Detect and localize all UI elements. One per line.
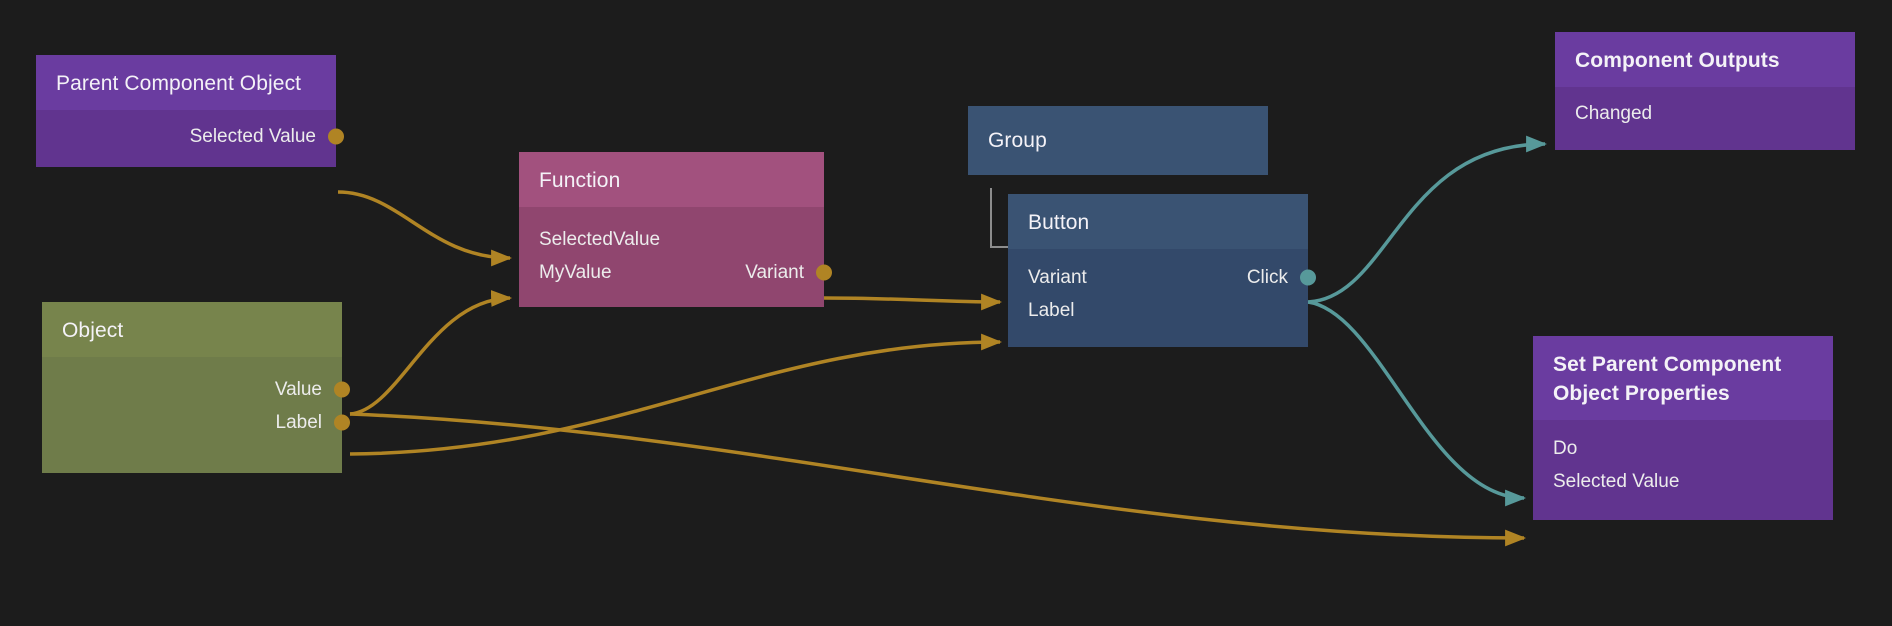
node-button[interactable]: Button Variant Click Label — [1008, 194, 1316, 347]
node-body-function: SelectedValue MyValue Variant — [519, 207, 832, 307]
node-body-component-outputs: Changed — [1555, 87, 1855, 150]
port-dot-selected-value[interactable] — [325, 120, 347, 153]
wire-object-label-to-button-label — [349, 333, 1003, 456]
port-row-button-variant-click[interactable]: Variant Click — [1008, 261, 1316, 294]
wire-function-variant-to-button-variant — [823, 293, 1003, 311]
node-body-object: Value Label — [42, 357, 350, 473]
node-title-component-outputs: Component Outputs — [1555, 32, 1855, 87]
node-title-group: Group — [968, 106, 1268, 175]
port-row-function-selectedvalue[interactable]: SelectedValue — [519, 223, 824, 256]
port-dot-object-value[interactable] — [331, 373, 353, 406]
node-body-button: Variant Click Label — [1008, 249, 1316, 347]
port-label-setparent-do: Do — [1553, 437, 1578, 459]
port-row-object-value[interactable]: Value — [42, 373, 350, 406]
port-label-component-outputs-changed: Changed — [1575, 102, 1653, 124]
node-object[interactable]: Object Value Label — [42, 302, 350, 473]
port-label-object-label: Label — [275, 411, 323, 433]
port-label-selected-value: Selected Value — [189, 125, 316, 147]
wire-button-click-to-setparent-do — [1307, 300, 1527, 507]
node-component-outputs[interactable]: Component Outputs Changed — [1555, 32, 1855, 150]
port-label-setparent-selected-value: Selected Value — [1553, 470, 1680, 492]
port-label-button-variant: Variant — [1028, 266, 1087, 288]
port-label-object-value: Value — [274, 378, 322, 400]
node-title-parent-component-object: Parent Component Object — [36, 55, 336, 110]
node-function[interactable]: Function SelectedValue MyValue Variant — [519, 152, 832, 307]
port-label-button-click: Click — [1246, 266, 1288, 288]
node-title-button: Button — [1008, 194, 1308, 249]
port-row-function-myvalue-variant[interactable]: MyValue Variant — [519, 256, 832, 289]
port-row-object-label[interactable]: Label — [42, 406, 350, 439]
node-parent-component-object[interactable]: Parent Component Object Selected Value — [36, 55, 344, 167]
port-dot-button-click[interactable] — [1297, 261, 1319, 294]
port-row-selected-value[interactable]: Selected Value — [36, 120, 344, 153]
wire-button-click-to-componentoutputs-changed — [1307, 135, 1548, 304]
port-row-setparent-selected-value[interactable]: Selected Value — [1533, 465, 1833, 498]
wire-object-value-to-function-myvalue — [349, 290, 513, 416]
node-title-set-parent-component-object-properties: Set Parent Component Object Properties — [1533, 336, 1833, 420]
port-dot-function-variant[interactable] — [813, 256, 835, 289]
port-row-component-outputs-changed[interactable]: Changed — [1555, 97, 1855, 130]
port-row-setparent-do[interactable]: Do — [1533, 432, 1833, 465]
node-body-parent-component-object: Selected Value — [36, 110, 344, 167]
node-set-parent-component-object-properties[interactable]: Set Parent Component Object Properties D… — [1533, 336, 1833, 520]
port-dot-object-label[interactable] — [331, 406, 353, 439]
port-label-button-label: Label — [1028, 299, 1075, 321]
port-row-button-label[interactable]: Label — [1008, 294, 1308, 327]
node-group[interactable]: Group — [968, 106, 1268, 175]
node-body-set-parent-component-object-properties: Do Selected Value — [1533, 420, 1833, 520]
wire-object-value-to-setparent-selectedvalue — [349, 412, 1527, 547]
port-label-function-myvalue: MyValue — [539, 261, 612, 283]
node-title-object: Object — [42, 302, 342, 357]
node-title-function: Function — [519, 152, 824, 207]
port-label-function-selectedvalue: SelectedValue — [539, 228, 661, 250]
wire-parent-selectedvalue-to-function-selectedvalue — [337, 190, 513, 267]
port-label-function-variant: Variant — [745, 261, 804, 283]
